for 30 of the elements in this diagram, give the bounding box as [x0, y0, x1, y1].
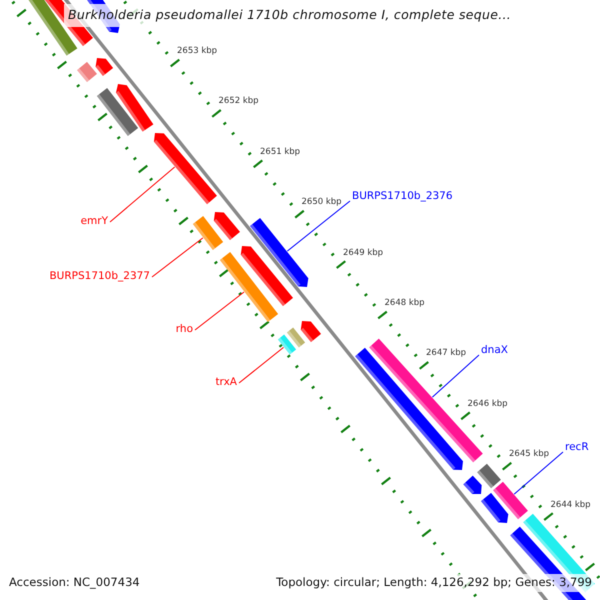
scale-label: 2652 kbp [218, 97, 259, 107]
scale-label: 2646 kbp [468, 400, 508, 410]
scale-label: 2651 kbp [260, 148, 300, 158]
scale-label: 2645 kbp [509, 450, 550, 460]
scale-label: 2649 kbp [343, 248, 384, 258]
leader-line [432, 354, 480, 398]
scale-label: 2648 kbp [384, 299, 425, 308]
leader-line [238, 346, 284, 384]
accession-text: Accession: NC_007434 [9, 576, 140, 589]
gene-label: BURPS1710b_2377 [49, 271, 150, 283]
scale-label: 2653 kbp [177, 47, 218, 56]
leader-line [286, 200, 350, 252]
leader-line [152, 237, 204, 278]
scale-label: 2647 kbp [426, 349, 466, 359]
gene-feature [493, 482, 528, 520]
gene-feature [220, 252, 278, 322]
gene-feature [278, 334, 296, 354]
gene-feature [250, 218, 308, 287]
gene-feature [192, 216, 224, 250]
gene-label: rho [176, 324, 193, 336]
leader-line [514, 452, 564, 495]
gene-label: dnaX [481, 345, 508, 357]
gene-label: trxA [215, 377, 237, 389]
gene-feature [154, 133, 217, 204]
scale-label: 2650 kbp [302, 198, 342, 208]
leader-line [110, 166, 176, 222]
leader-line [194, 292, 245, 330]
gene-label: recR [565, 442, 589, 454]
gene-label: emrY [80, 216, 108, 228]
gene-label: BURPS1710b_2376 [352, 191, 453, 203]
